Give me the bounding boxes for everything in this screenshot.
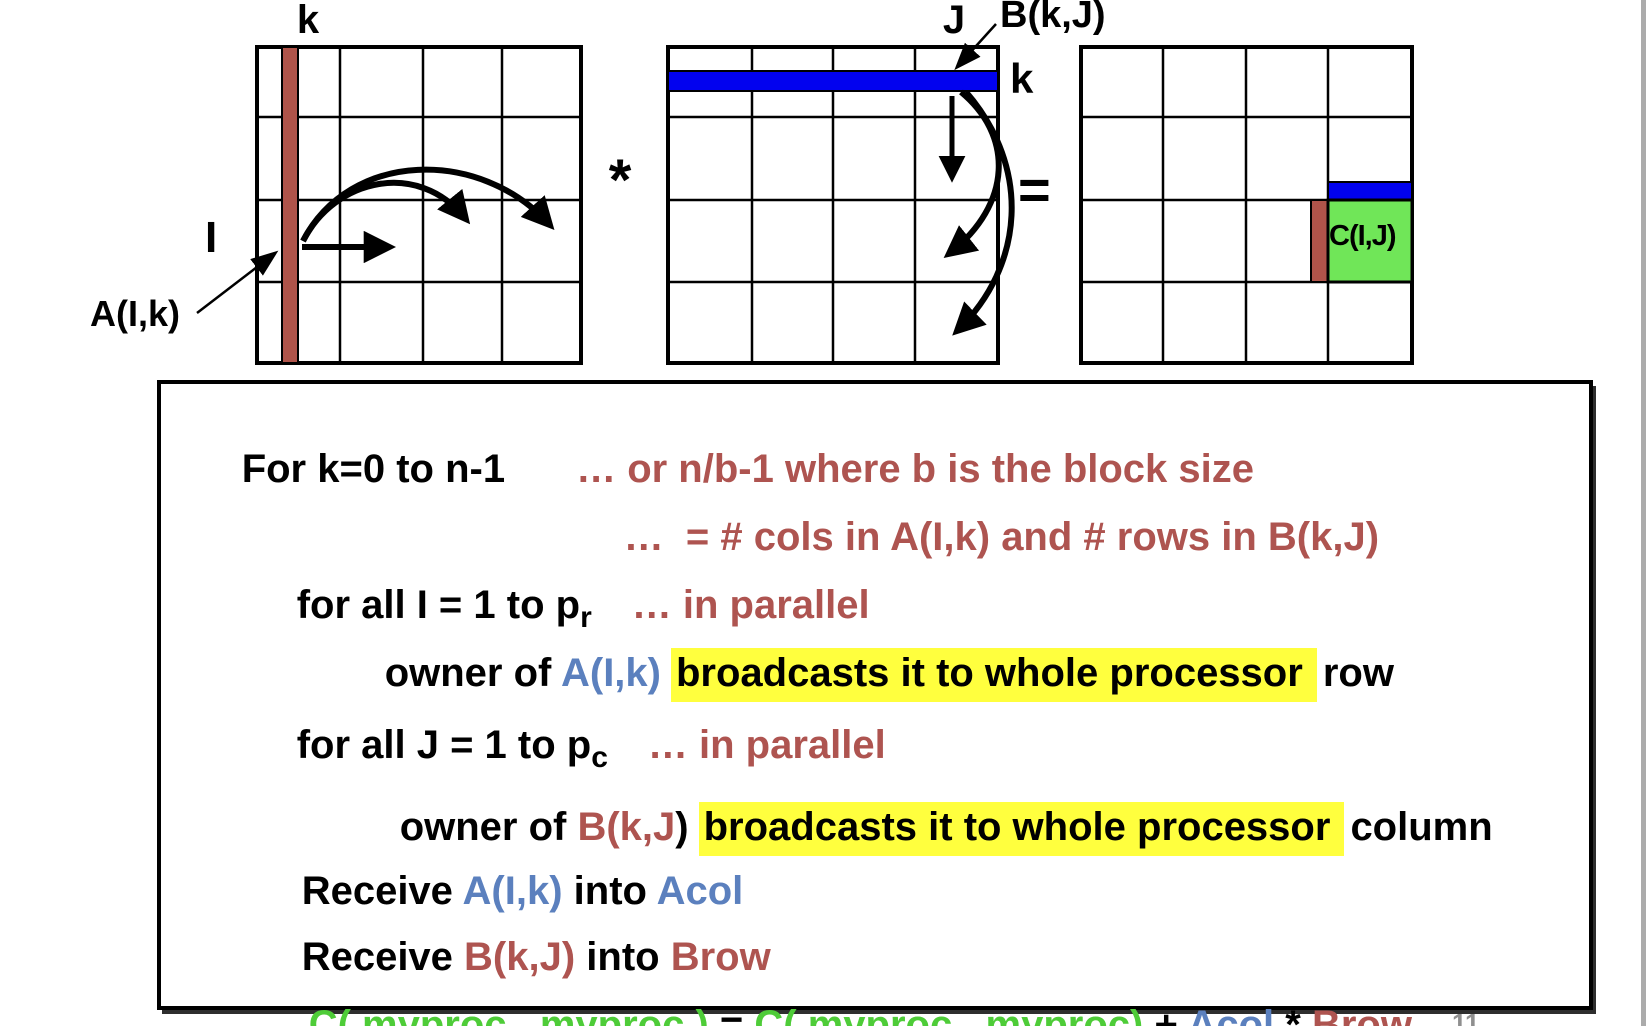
code-line-forall-i: for all I = 1 to pr … in parallel — [230, 536, 870, 687]
brow-ref: Brow — [1311, 1003, 1412, 1026]
matrix-b-row-block-strip — [667, 70, 999, 92]
code-text: for all I = 1 to p — [296, 583, 581, 627]
acol-ref: Acol — [656, 869, 744, 913]
matrix-c-cell-label: C(I,J) — [1329, 220, 1397, 252]
highlighted-text: broadcasts it to whole processor — [670, 648, 1317, 702]
a-block-pointer-arrow — [196, 250, 279, 314]
code-text: for all J = 1 to p — [296, 723, 592, 767]
brow-ref: Brow — [670, 935, 771, 979]
code-text: * — [1274, 1003, 1312, 1026]
c-block-ref: C( myproc , myproc ) — [308, 1003, 720, 1026]
matrix-diagram: k I A(I,k) * J B(k,J) k = C(I,J) — [0, 0, 1646, 370]
code-comment: … = # cols in A(I,k) and # rows in B(k,J… — [623, 515, 1380, 559]
code-line-broadcast-a: owner of A(I,k)broadcasts it to whole pr… — [318, 604, 1394, 742]
code-comment: … in parallel — [631, 583, 870, 627]
matrix-diagram-canvas — [196, 23, 1414, 365]
pseudocode-box: For k=0 to n-1 … or n/b-1 where b is the … — [157, 380, 1593, 1026]
code-text: owner of — [399, 805, 578, 849]
c-result-cell — [1326, 198, 1414, 284]
a-broadcast-arc-2 — [300, 166, 555, 243]
code-text: + — [1154, 1003, 1188, 1026]
c-column-strip-red — [1310, 199, 1329, 283]
matrix-b-block-label: B(k,J) — [1000, 0, 1106, 36]
matrix-b-grid — [666, 45, 1000, 365]
code-text: For k=0 to n-1 — [241, 447, 506, 491]
code-comment: … or n/b-1 where b is the block size — [576, 447, 1255, 491]
b-block-ref: B(k,J) — [464, 935, 576, 979]
code-line-broadcast-b: owner of B(k,J)broadcasts it to whole pr… — [333, 758, 1493, 896]
a-block-ref: A(I,k) — [462, 869, 563, 913]
window-edge-divider — [1641, 0, 1646, 1026]
code-line-comment-2: … = # cols in A(I,k) and # rows in B(k,J… — [557, 468, 1379, 606]
code-line-update-c: C( myproc , myproc ) = C( myproc , mypro… — [242, 956, 1412, 1026]
matrix-a-block-label: A(I,k) — [90, 293, 180, 334]
matrix-b-j-label: J — [942, 0, 966, 42]
code-text: column — [1350, 805, 1493, 849]
acol-ref: Acol — [1187, 1003, 1275, 1026]
code-line-receive-a: Receive A(I,k) into Acol — [235, 822, 744, 960]
code-text: into — [575, 935, 671, 979]
code-text: ) — [675, 805, 689, 849]
matrix-a-column-block-strip — [281, 46, 299, 364]
code-text: owner of — [384, 651, 561, 695]
highlighted-text: broadcasts it to whole processor — [698, 802, 1345, 856]
b-block-ref: B(k,J — [577, 805, 676, 849]
code-text: Receive — [301, 935, 465, 979]
code-line-receive-b: Receive B(k,J) into Brow — [235, 888, 771, 1026]
c-row-strip-blue — [1327, 181, 1413, 201]
matrix-a-k-label: k — [296, 0, 320, 42]
subscript-c: c — [591, 741, 608, 774]
matrix-b-k-label: k — [1010, 55, 1034, 102]
page-number: 11 — [1452, 1008, 1480, 1026]
b-broadcast-arc-2 — [952, 90, 1015, 336]
code-text: Receive — [301, 869, 463, 913]
matrix-a-i-label: I — [205, 213, 218, 262]
code-text: row — [1322, 651, 1394, 695]
c-block-ref: C( myproc , myproc) — [754, 1003, 1155, 1026]
code-comment: … in parallel — [647, 723, 886, 767]
equals-operator: = — [1018, 158, 1051, 221]
code-line-forall-j: for all J = 1 to pc … in parallel — [230, 676, 886, 827]
a-block-ref: A(I,k) — [560, 651, 661, 695]
b-block-pointer-arrow — [954, 23, 997, 71]
code-text: = — [719, 1003, 755, 1026]
subscript-r: r — [580, 601, 592, 634]
code-line-for-k: For k=0 to n-1 … or n/b-1 where b is the … — [175, 400, 1254, 538]
code-text: into — [562, 869, 657, 913]
multiply-operator: * — [608, 148, 632, 213]
